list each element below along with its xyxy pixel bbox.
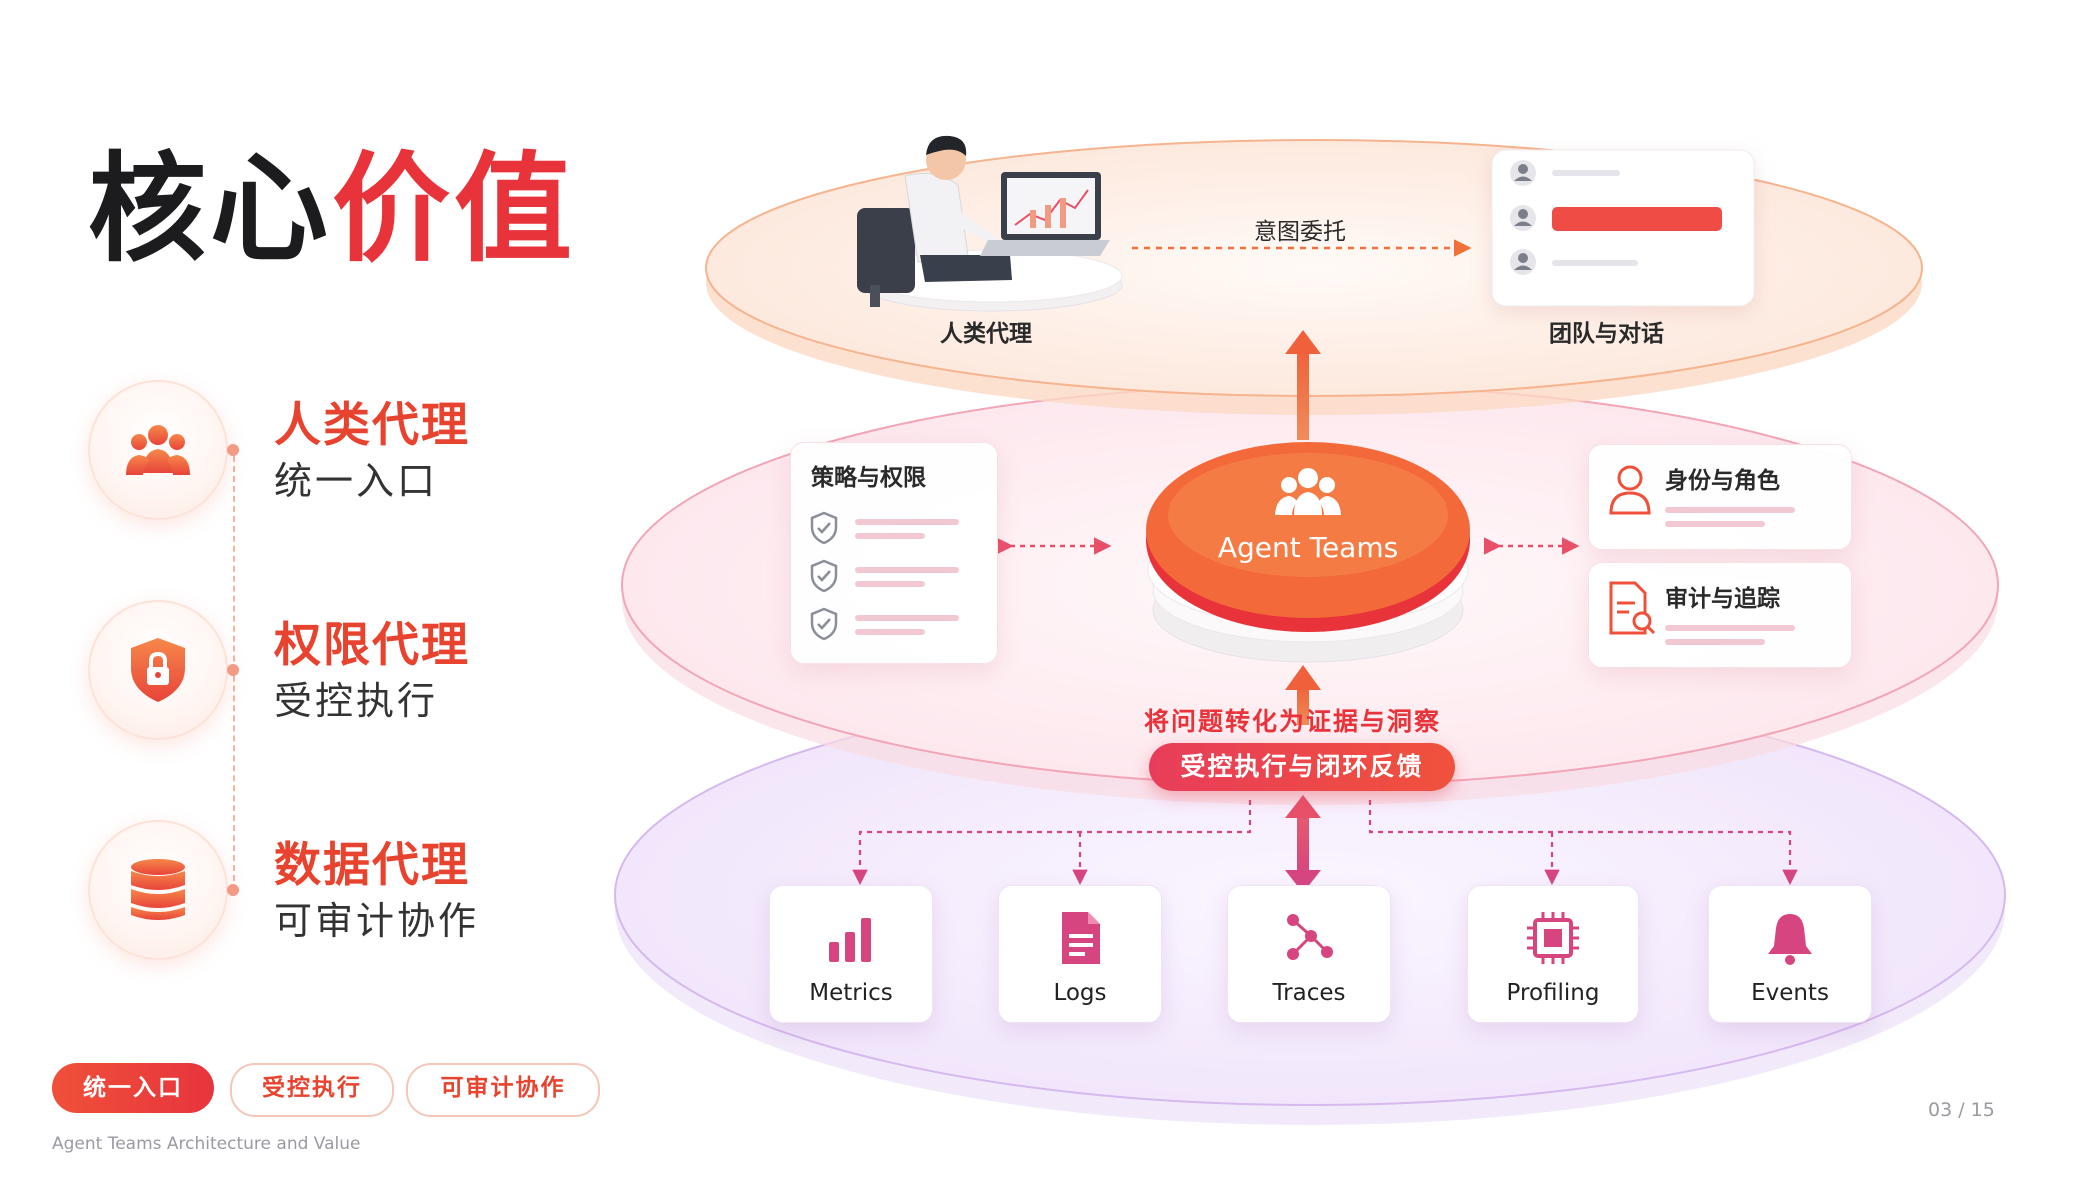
insight-text: 将问题转化为证据与洞察 (1144, 707, 1442, 736)
pill-auditable-collab[interactable]: 可审计协作 (406, 1063, 600, 1117)
audit-line (1665, 639, 1765, 645)
connector-dot (227, 884, 239, 896)
bell-icon (1768, 914, 1812, 965)
up-arrow-shaft (1297, 348, 1309, 440)
team-chat-card (1491, 149, 1755, 307)
shield-check-icon (810, 511, 838, 545)
policy-line (855, 581, 925, 587)
shield-lock-icon (131, 638, 185, 702)
value-icon-circle (88, 600, 228, 740)
page-number: 03 / 15 (1928, 1099, 1995, 1121)
policy-line (855, 629, 925, 635)
chip-icon (1527, 912, 1579, 964)
user-avatar-icon (1510, 205, 1536, 231)
source-distribution-arrows (852, 800, 1798, 886)
connector-dot (227, 664, 239, 676)
shield-check-icon (810, 559, 838, 593)
value-subtitle: 统一入口 (274, 459, 439, 503)
value-icon-circle (88, 820, 228, 960)
pill-unified-entry[interactable]: 统一入口 (52, 1063, 214, 1113)
source-card-profiling: Profiling (1467, 885, 1639, 1023)
feedback-arrow-head-up (1285, 795, 1321, 818)
policy-line (855, 615, 959, 621)
policy-card-title: 策略与权限 (811, 465, 926, 491)
source-card-events: Events (1708, 885, 1872, 1023)
value-title: 权限代理 (274, 618, 470, 673)
source-label: Events (1751, 980, 1829, 1006)
feedback-arrow-head-down (1285, 870, 1321, 893)
policy-line (855, 533, 925, 539)
human-agent-label: 人类代理 (940, 321, 1032, 347)
audit-card-title: 审计与追踪 (1665, 586, 1780, 612)
identity-line (1665, 521, 1765, 527)
mid-up-arrow-shaft (1297, 685, 1309, 725)
identity-card: 身份与角色 (1588, 444, 1852, 550)
value-subtitle: 受控执行 (274, 679, 439, 723)
title-part-1: 核心 (88, 140, 333, 278)
audit-card: 审计与追踪 (1588, 562, 1852, 668)
trace-graph-icon (1287, 914, 1333, 960)
core-label: Agent Teams (1217, 531, 1399, 564)
policy-card: 策略与权限 (790, 442, 998, 664)
mid-up-arrow-head (1285, 665, 1321, 690)
shield-check-icon (810, 607, 838, 641)
feedback-arrow-shaft (1297, 812, 1309, 876)
source-label: Profiling (1506, 980, 1600, 1006)
pill-controlled-exec[interactable]: 受控执行 (230, 1063, 394, 1117)
source-label: Logs (1053, 980, 1107, 1006)
policy-line (855, 519, 959, 525)
value-item-data: 数据代理 可审计协作 (88, 820, 608, 970)
title-part-2: 价值 (332, 140, 577, 278)
team-icon (1275, 468, 1341, 515)
source-card-traces: Traces (1227, 885, 1391, 1023)
policy-line (855, 567, 959, 573)
source-label: Metrics (809, 980, 893, 1006)
feedback-pill: 受控执行与闭环反馈 (1149, 743, 1455, 791)
connector-dot (227, 444, 239, 456)
source-card-metrics: Metrics (769, 885, 933, 1023)
team-icon (126, 425, 190, 475)
value-item-permission: 权限代理 受控执行 (88, 600, 608, 750)
audit-line (1665, 625, 1795, 631)
value-item-human: 人类代理 统一入口 (88, 380, 608, 530)
human-at-laptop-icon (857, 135, 1110, 307)
source-label: Traces (1272, 980, 1346, 1006)
value-title: 数据代理 (274, 838, 470, 893)
identity-card-title: 身份与角色 (1665, 468, 1780, 494)
value-icon-circle (88, 380, 228, 520)
delegation-label: 意图委托 (1254, 219, 1346, 245)
user-profile-icon (1609, 465, 1651, 515)
footer-caption: Agent Teams Architecture and Value (52, 1134, 361, 1154)
document-icon (1062, 912, 1100, 964)
bar-chart-icon (829, 918, 871, 962)
document-search-icon (1609, 581, 1656, 635)
database-icon (131, 859, 185, 920)
user-avatar-icon (1510, 249, 1536, 275)
identity-line (1665, 507, 1795, 513)
page-title: 核心价值 (88, 150, 576, 268)
user-avatar-icon (1510, 160, 1536, 186)
team-chat-label: 团队与对话 (1549, 321, 1664, 347)
value-title: 人类代理 (274, 398, 470, 453)
up-arrow-head (1285, 330, 1321, 354)
value-subtitle: 可审计协作 (274, 899, 480, 943)
source-card-logs: Logs (998, 885, 1162, 1023)
